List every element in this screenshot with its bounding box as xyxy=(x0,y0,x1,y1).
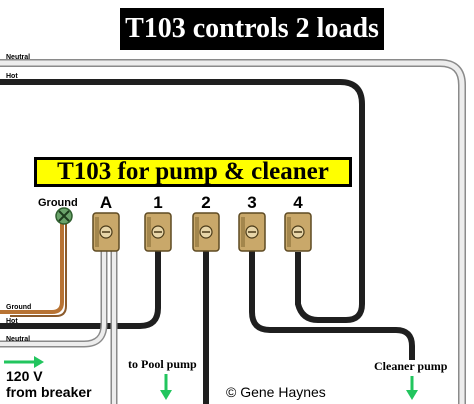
cleaner-wire xyxy=(249,250,415,360)
terminal-a-icon xyxy=(92,212,120,252)
diagram-title: T103 controls 2 loads xyxy=(120,8,384,50)
hot-bottom-label: Hot xyxy=(6,318,18,325)
terminal-label-3: 3 xyxy=(247,193,257,212)
neutral-top-label: Neutral xyxy=(6,54,31,61)
terminal-blocks xyxy=(92,212,312,252)
cleaner-pump-label: Cleaner pump xyxy=(374,359,448,373)
copyright: © Gene Haynes xyxy=(226,384,326,400)
hot-wire-bottom xyxy=(0,250,161,329)
pool-pump-arrow-icon xyxy=(160,374,172,400)
ground-label: Ground xyxy=(38,197,78,209)
terminal-2-icon xyxy=(192,212,220,252)
terminal-3-icon xyxy=(238,212,266,252)
neutral-wire-top xyxy=(0,59,466,404)
terminal-label-4: 4 xyxy=(293,193,303,212)
terminal-label-2: 2 xyxy=(201,193,211,212)
supply-arrow-icon xyxy=(4,356,44,368)
supply-source: from breaker xyxy=(6,384,92,400)
ground-wire xyxy=(0,222,64,314)
terminal-1-icon xyxy=(144,212,172,252)
supply-voltage: 120 V xyxy=(6,368,43,384)
ground-bottom-label: Ground xyxy=(6,304,32,311)
terminal-label-1: 1 xyxy=(153,193,163,212)
hot-wire-top xyxy=(0,79,365,323)
pool-pump-label: to Pool pump xyxy=(128,357,197,371)
terminal-label-a: A xyxy=(99,193,113,212)
diagram-subtitle: T103 for pump & cleaner xyxy=(34,157,352,187)
terminal-4-icon xyxy=(284,212,312,252)
cleaner-pump-arrow-icon xyxy=(406,376,418,400)
ground-screw-icon xyxy=(55,207,73,225)
neutral-wire-bottom xyxy=(0,250,118,404)
hot-top-label: Hot xyxy=(6,73,18,80)
neutral-bottom-label: Neutral xyxy=(6,336,31,343)
